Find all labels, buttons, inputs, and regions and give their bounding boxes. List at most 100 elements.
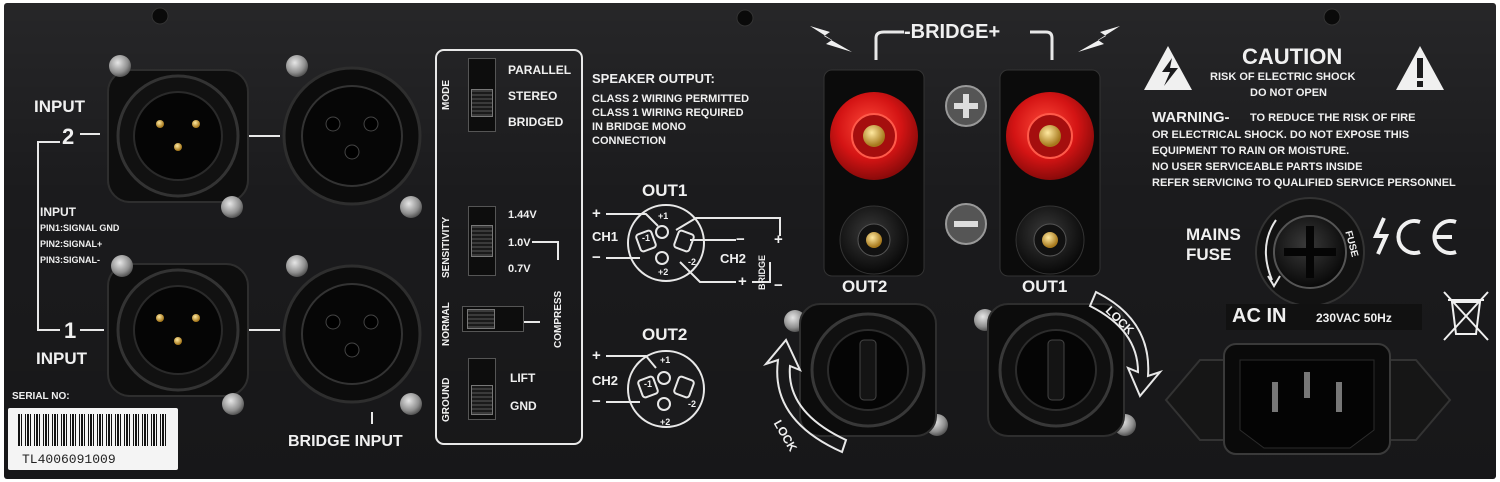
ac-in-label: AC IN [1232,305,1287,327]
warning-title: WARNING- [1152,109,1230,126]
out1-pin-plus1: +1 [658,211,669,221]
pinout-pin2: PIN2:SIGNAL+ [40,239,103,249]
serial-barcode [18,414,168,446]
binding-post-black-right[interactable] [1015,205,1085,275]
out1-pin-minus2: -2 [688,257,697,267]
out1-post-label: OUT1 [1022,277,1068,296]
serial-sticker: TL4006091009 [8,408,178,470]
out2-plus: + [592,347,601,364]
lock-arrow-right-icon [1088,290,1164,398]
compress-label: COMPRESS [553,290,564,348]
mode-switch-knob[interactable] [471,89,493,117]
lock-arrow-left-icon [762,338,848,454]
speaker-output-line3: IN BRIDGE MONO [592,121,687,133]
mode-option-parallel: PARALLEL [508,63,572,77]
amplifier-rear-panel [4,3,1496,479]
pinout-pin1: PIN1:SIGNAL GND [40,223,120,233]
pinout-title: INPUT [40,205,76,219]
input1-number: 1 [64,318,77,343]
input2-label: INPUT [34,97,85,116]
shock-warning-icon [1144,46,1192,90]
mains-label: MAINS [1186,225,1241,244]
out1-ch2-minus: − [736,231,745,248]
warning-line3: EQUIPMENT TO RAIN OR MOISTURE. [1152,145,1350,157]
out1-bridge-label: BRIDGE [757,254,767,290]
compress-switch[interactable] [462,306,524,332]
ground-switch[interactable] [468,358,496,420]
ground-option-gnd: GND [510,399,537,413]
serial-number: TL4006091009 [22,452,116,467]
binding-post-red-right[interactable] [1006,92,1094,180]
sensitivity-switch-knob[interactable] [471,225,493,257]
speaker-output-title: SPEAKER OUTPUT: [592,71,715,86]
out1-bridge-plus: + [774,231,783,248]
caution-title: CAUTION [1242,44,1343,69]
warning-line1: TO REDUCE THE RISK OF FIRE [1250,112,1416,124]
ground-option-lift: LIFT [510,371,536,385]
ground-label: GROUND [441,377,452,422]
out1-pin-diagram [606,204,781,283]
plus-symbol-icon [945,85,987,127]
out2-ch2-label: CH2 [592,373,619,388]
bridge-posts-label: -BRIDGE+ [904,21,1001,43]
speaker-output-line2: CLASS 1 WIRING REQUIRED [592,107,744,119]
out2-minus: − [592,393,601,410]
ce-mark-icon [1372,217,1457,255]
warning-line2: OR ELECTRICAL SHOCK. DO NOT EXPOSE THIS [1152,129,1410,141]
out1-ch2-label: CH2 [720,251,747,266]
out1-ch1-minus: − [592,249,601,266]
minus-symbol-icon [945,203,987,245]
out1-bridge-minus: − [774,277,783,294]
compress-switch-knob[interactable] [467,309,495,329]
xlr-input-1-male [107,263,249,397]
normal-label: NORMAL [441,302,452,346]
out2-post-label: OUT2 [842,277,888,296]
lightning-left-icon [810,26,852,52]
mode-label: MODE [441,80,452,110]
out1-ch1-label: CH1 [592,229,619,244]
out1-pin-plus2: +2 [658,267,669,277]
speakon-out2[interactable] [799,303,937,437]
out1-diagram-title: OUT1 [642,181,688,200]
bridge-input-label: BRIDGE INPUT [288,433,403,450]
speaker-output-line4: CONNECTION [592,135,666,147]
out1-pin-minus1: -1 [642,233,651,243]
pinout-pin3: PIN3:SIGNAL- [40,255,101,265]
warning-line5: REFER SERVICING TO QUALIFIED SERVICE PER… [1152,177,1456,189]
ground-switch-knob[interactable] [471,385,493,415]
input1-label: INPUT [36,349,87,368]
xlr-input-1-female [282,264,422,404]
caution-line1: RISK OF ELECTRIC SHOCK [1210,71,1356,83]
lightning-right-icon [1078,26,1120,52]
xlr-input-2-male [107,69,249,203]
speaker-output-line1: CLASS 2 WIRING PERMITTED [592,93,750,105]
sensitivity-option-0-7v: 0.7V [508,263,531,275]
sensitivity-switch[interactable] [468,206,496,276]
speakon-out1[interactable] [987,303,1125,437]
input2-number: 2 [62,124,75,149]
out2-pin-minus2: -2 [688,399,697,409]
out2-diagram-title: OUT2 [642,325,688,344]
switch-box-outline [435,49,583,445]
sensitivity-option-1-44v: 1.44V [508,209,537,221]
voltage-label: 230VAC 50Hz [1316,311,1392,325]
out2-pin-plus2: +2 [660,417,671,427]
mode-option-stereo: STEREO [508,89,558,103]
ac-in-label-backing [1226,304,1422,330]
out2-pin-diagram [606,350,705,428]
exclamation-warning-icon [1396,46,1444,90]
iec-power-inlet[interactable] [1164,343,1452,455]
out1-ch1-plus: + [592,205,601,222]
mains-fuse-holder[interactable] [1255,197,1365,307]
binding-post-red-left[interactable] [830,92,918,180]
out1-ch2-plus: + [738,273,747,290]
out2-pin-plus1: +1 [660,355,671,365]
caution-line2: DO NOT OPEN [1250,87,1328,99]
binding-post-black-left[interactable] [839,205,909,275]
mode-switch[interactable] [468,58,496,132]
xlr-input-2-female [282,66,422,206]
rack-holes [151,7,1341,27]
serial-label: SERIAL NO: [12,391,70,402]
out2-pin-minus1: -1 [644,379,653,389]
